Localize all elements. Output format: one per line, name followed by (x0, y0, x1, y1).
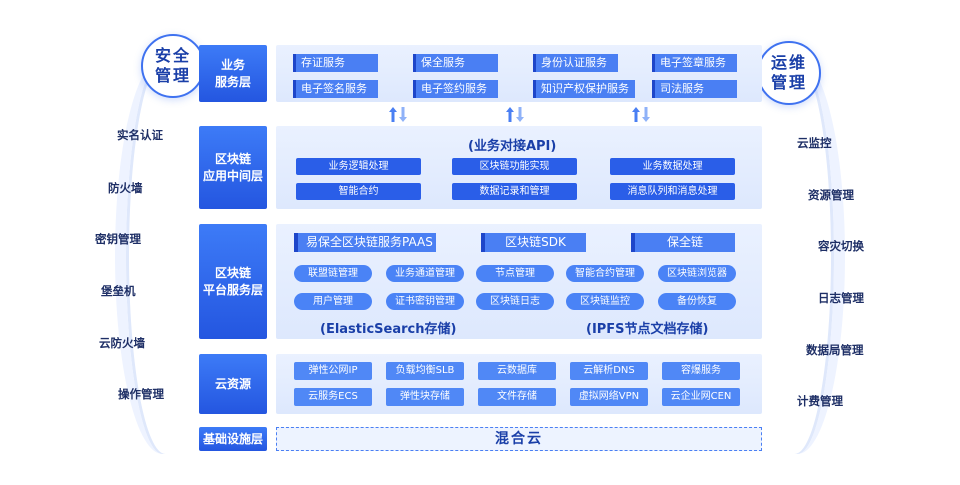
middleware-item: 区块链功能实现 (452, 158, 577, 175)
cloud-item: 云解析DNS (570, 362, 648, 380)
ops-item: 计费管理 (797, 394, 843, 408)
service-item: 电子签约服务 (413, 80, 498, 98)
cloud-item: 弹性公网IP (294, 362, 372, 380)
storage-label: (ElasticSearch存储) (320, 322, 457, 337)
up-down-arrow-icon (632, 107, 650, 122)
cloud-item: 云数据库 (478, 362, 556, 380)
middleware-item: 业务数据处理 (610, 158, 735, 175)
ops-item: 日志管理 (818, 291, 864, 305)
layer-label-line: 区块链 (214, 265, 251, 280)
layer-label-line: 业务 (220, 57, 245, 72)
cloud-item: 容爆服务 (662, 362, 740, 380)
platform-item: 联盟链管理 (294, 265, 372, 282)
platform-item: 区块链浏览器 (658, 265, 736, 282)
layer-label-platform: 区块链平台服务层 (199, 224, 267, 339)
platform-item: 区块链监控 (566, 293, 644, 310)
ops-item: 云监控 (797, 136, 832, 150)
layer-label-line: 平台服务层 (202, 282, 263, 297)
security-arc (115, 58, 210, 454)
platform-item: 备份恢复 (658, 293, 736, 310)
middleware-item: 数据记录和管理 (452, 183, 577, 200)
service-item: 身份认证服务 (533, 54, 618, 72)
storage-label: (IPFS节点文档存储) (586, 322, 709, 337)
service-item: 电子签名服务 (293, 80, 378, 98)
ops-management-badge: 运维管理 (757, 41, 821, 105)
platform-bar: 区块链SDK (481, 233, 586, 252)
platform-item: 用户管理 (294, 293, 372, 310)
layer-label-infra: 基础设施层 (199, 427, 267, 451)
middleware-item: 智能合约 (296, 183, 421, 200)
platform-item: 智能合约管理 (566, 265, 644, 282)
security-item: 云防火墙 (99, 336, 145, 350)
layer-label-line: 基础设施层 (202, 431, 263, 446)
platform-bar: 易保全区块链服务PAAS (294, 233, 436, 252)
middleware-item: 消息队列和消息处理 (610, 183, 735, 200)
platform-bar: 保全链 (631, 233, 735, 252)
api-heading: (业务对接API) (468, 139, 557, 154)
platform-item: 业务通道管理 (386, 265, 464, 282)
ops-arc (750, 58, 845, 454)
security-item: 实名认证 (117, 128, 163, 142)
cloud-item: 云服务ECS (294, 388, 372, 406)
ops-badge-label: 运维管理 (770, 53, 807, 92)
cloud-item: 云企业网CEN (662, 388, 740, 406)
security-badge-label: 安全管理 (154, 46, 191, 85)
layer-label-line: 区块链 (214, 151, 251, 166)
layer-label-cloud: 云资源 (199, 354, 267, 414)
service-item: 保全服务 (413, 54, 498, 72)
layer-label-line: 服务层 (214, 74, 251, 89)
platform-item: 证书密钥管理 (386, 293, 464, 310)
up-down-arrow-icon (389, 107, 407, 122)
ops-item: 数据局管理 (806, 343, 864, 357)
cloud-item: 负载均衡SLB (386, 362, 464, 380)
hybrid-cloud-bar: 混合云 (276, 427, 762, 451)
cloud-item: 虚拟网络VPN (570, 388, 648, 406)
layer-label-line: 应用中间层 (202, 168, 263, 183)
service-item: 电子签章服务 (652, 54, 737, 72)
layer-label-middleware: 区块链应用中间层 (199, 126, 267, 209)
ops-item: 容灾切换 (818, 239, 864, 253)
layer-label-business: 业务服务层 (199, 45, 267, 102)
ops-item: 资源管理 (808, 188, 854, 202)
security-item: 防火墙 (108, 181, 143, 195)
middleware-item: 业务逻辑处理 (296, 158, 421, 175)
security-item: 操作管理 (118, 387, 164, 401)
cloud-item: 文件存储 (478, 388, 556, 406)
platform-item: 区块链日志 (476, 293, 554, 310)
security-item: 堡垒机 (101, 284, 136, 298)
service-item: 知识产权保护服务 (533, 80, 635, 98)
up-down-arrow-icon (506, 107, 524, 122)
security-item: 密钥管理 (95, 232, 141, 246)
cloud-item: 弹性块存储 (386, 388, 464, 406)
platform-item: 节点管理 (476, 265, 554, 282)
security-management-badge: 安全管理 (141, 34, 205, 98)
service-item: 存证服务 (293, 54, 378, 72)
layer-label-line: 云资源 (214, 376, 251, 391)
service-item: 司法服务 (652, 80, 737, 98)
